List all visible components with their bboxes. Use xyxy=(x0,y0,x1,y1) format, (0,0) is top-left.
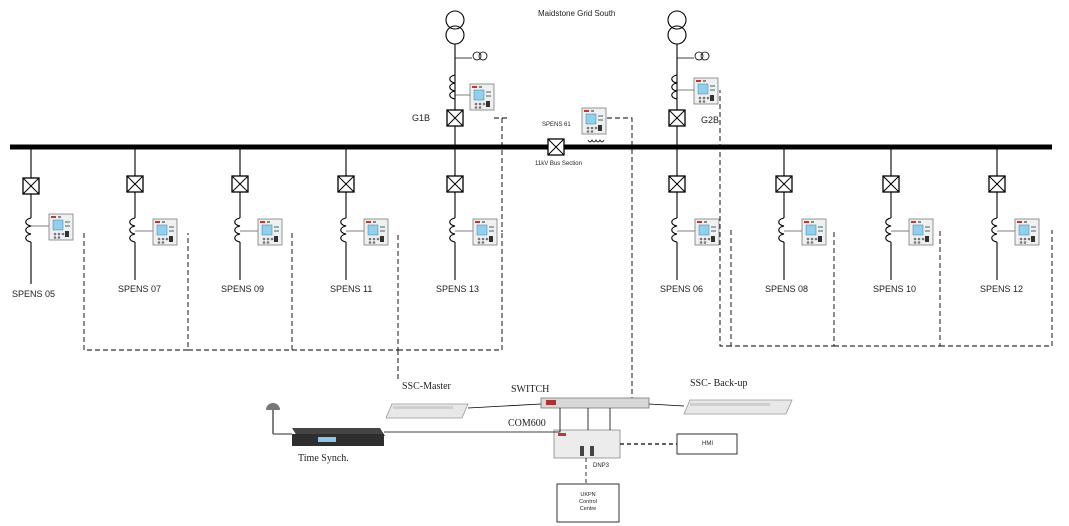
network-switch xyxy=(540,397,650,409)
time-sync-label: Time Synch. xyxy=(298,453,349,464)
feeder-bays xyxy=(22,147,1040,284)
incomer-g1b xyxy=(445,10,495,147)
feeder-label: SPENS 08 xyxy=(765,284,809,294)
protection-relay xyxy=(694,218,720,246)
feeder-label: SPENS 09 xyxy=(221,284,265,294)
protection-relay xyxy=(363,218,389,246)
ssc-backup-label: SSC- Back-up xyxy=(690,378,748,389)
control-centre-label: UKPN Control Centre xyxy=(557,492,619,513)
switch-label: SWITCH xyxy=(511,384,550,395)
bus-section-relay xyxy=(581,107,607,135)
bus-section-label: 11kV Bus Section xyxy=(535,161,582,167)
protection-relay xyxy=(152,218,178,246)
feeder-bay xyxy=(337,147,389,280)
protection-relay xyxy=(1014,218,1040,246)
feeder-breaker xyxy=(231,175,249,193)
bus-section-relay-label: SPENS 61 xyxy=(542,122,571,128)
feeder-breaker xyxy=(126,175,144,193)
com600-computer xyxy=(553,429,621,459)
control-centre-box xyxy=(556,483,620,523)
feeder-label: SPENS 06 xyxy=(660,284,704,294)
feeder-bay xyxy=(22,147,74,284)
feeder-breaker xyxy=(337,175,355,193)
feeder-label: SPENS 05 xyxy=(12,289,56,299)
control-centre-line: Centre xyxy=(579,506,597,512)
feeder-breaker xyxy=(446,175,464,193)
feeder-bay xyxy=(668,147,720,280)
time-sync-device xyxy=(266,403,385,446)
bus-section-breaker xyxy=(547,138,565,156)
ssc-backup-server xyxy=(683,399,793,415)
feeder-label: SPENS 07 xyxy=(118,284,162,294)
feeder-bay xyxy=(126,147,178,280)
feeder-breaker xyxy=(668,175,686,193)
comms-ring xyxy=(83,90,1053,398)
feeder-label: SPENS 13 xyxy=(436,284,480,294)
feeder-breaker xyxy=(22,177,40,195)
control-centre-line: UKPN xyxy=(580,492,596,498)
protection-relay xyxy=(908,218,934,246)
feeder-bay xyxy=(231,147,283,280)
feeder-breaker xyxy=(775,175,793,193)
feeder-label: SPENS 10 xyxy=(873,284,917,294)
com600-label: COM600 xyxy=(508,418,546,429)
comms-links xyxy=(384,403,685,484)
feeder-bay xyxy=(988,147,1040,280)
feeder-label: SPENS 12 xyxy=(980,284,1024,294)
protection-relay xyxy=(801,218,827,246)
feeder-breaker xyxy=(988,175,1006,193)
feeder-bay xyxy=(446,147,498,280)
protection-relay xyxy=(257,218,283,246)
feeder-label: SPENS 11 xyxy=(330,284,373,294)
hmi-box xyxy=(676,433,738,455)
control-centre-line: Control xyxy=(579,499,597,505)
hmi-label: HMI xyxy=(702,441,713,447)
protection-relay xyxy=(48,213,74,241)
ssc-master-server xyxy=(385,403,469,419)
incomer-label-g1b: G1B xyxy=(412,113,431,123)
incomer-g2b xyxy=(667,10,719,147)
protection-relay xyxy=(472,218,498,246)
feeder-bay xyxy=(882,147,934,280)
feeder-breaker xyxy=(882,175,900,193)
diagram-title: Maidstone Grid South xyxy=(538,9,616,18)
feeder-bay xyxy=(775,147,827,280)
dnp3-label: DNP3 xyxy=(593,463,610,469)
ssc-master-label: SSC-Master xyxy=(402,381,451,392)
incomer-label-g2b: G2B xyxy=(701,115,720,125)
